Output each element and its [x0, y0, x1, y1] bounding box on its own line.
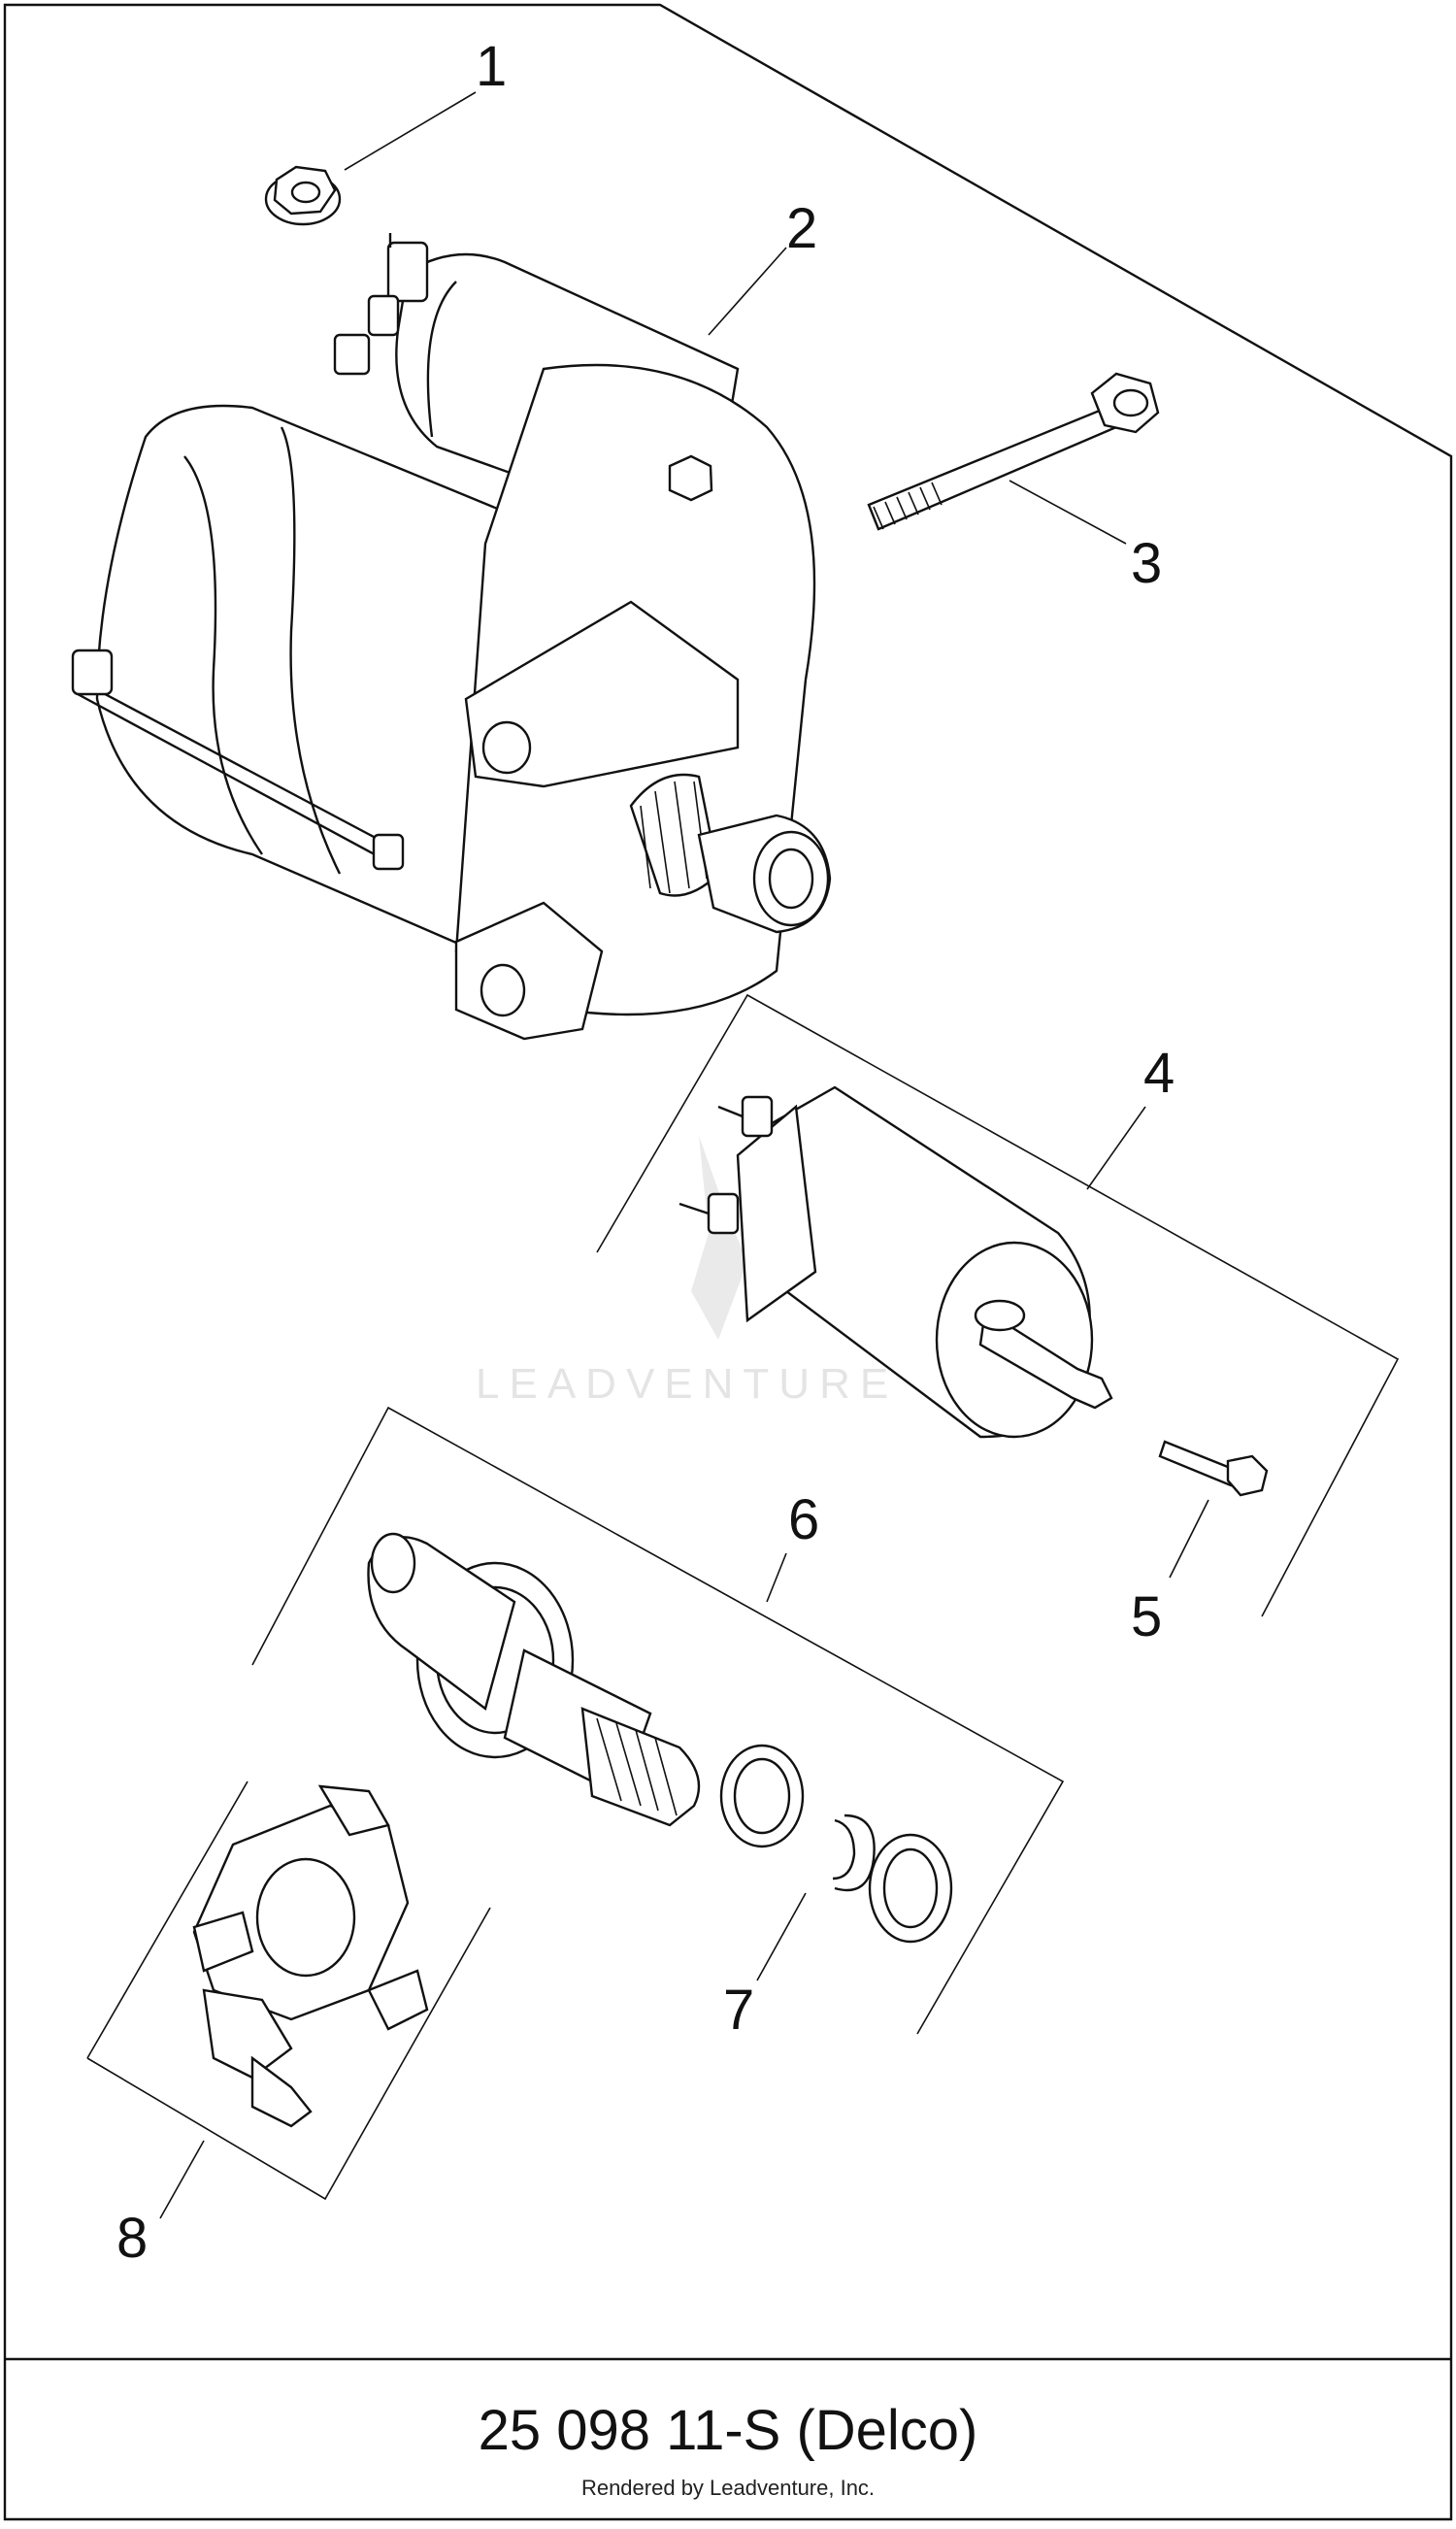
callout-7: 7 — [723, 1979, 754, 2042]
part-8-brush-holder — [192, 1784, 429, 2128]
svg-text:LEADVENTURE: LEADVENTURE — [476, 1360, 898, 1408]
drive-kit-outline — [251, 1406, 1065, 2035]
diagram-frame — [3, 3, 1453, 2521]
callout-1: 1 — [476, 35, 507, 98]
callout-8: 8 — [116, 2207, 148, 2270]
brush-holder-outline — [86, 1780, 491, 2201]
callout-3: 3 — [1131, 532, 1162, 595]
part-3-through-bolt — [867, 372, 1160, 531]
callout-6: 6 — [788, 1488, 819, 1551]
part-6-drive-pinion — [367, 1532, 953, 1944]
part-5-screw — [1158, 1440, 1269, 1497]
callout-2: 2 — [786, 197, 817, 260]
solenoid-kit-outline — [596, 993, 1400, 1617]
callout-4: 4 — [1143, 1042, 1175, 1105]
callout-5: 5 — [1131, 1585, 1162, 1648]
render-credit: Rendered by Leadventure, Inc. — [580, 2476, 876, 2500]
part-7-snap-ring — [832, 1814, 876, 1892]
leadventure-watermark: LEADVENTURE — [476, 1136, 898, 1408]
part-2-starter-motor — [71, 233, 832, 1041]
diagram-part-number-title: 25 098 11-S (Delco) — [478, 2399, 978, 2462]
part-1-flange-nut — [264, 165, 342, 226]
part-4-solenoid — [678, 1085, 1113, 1439]
